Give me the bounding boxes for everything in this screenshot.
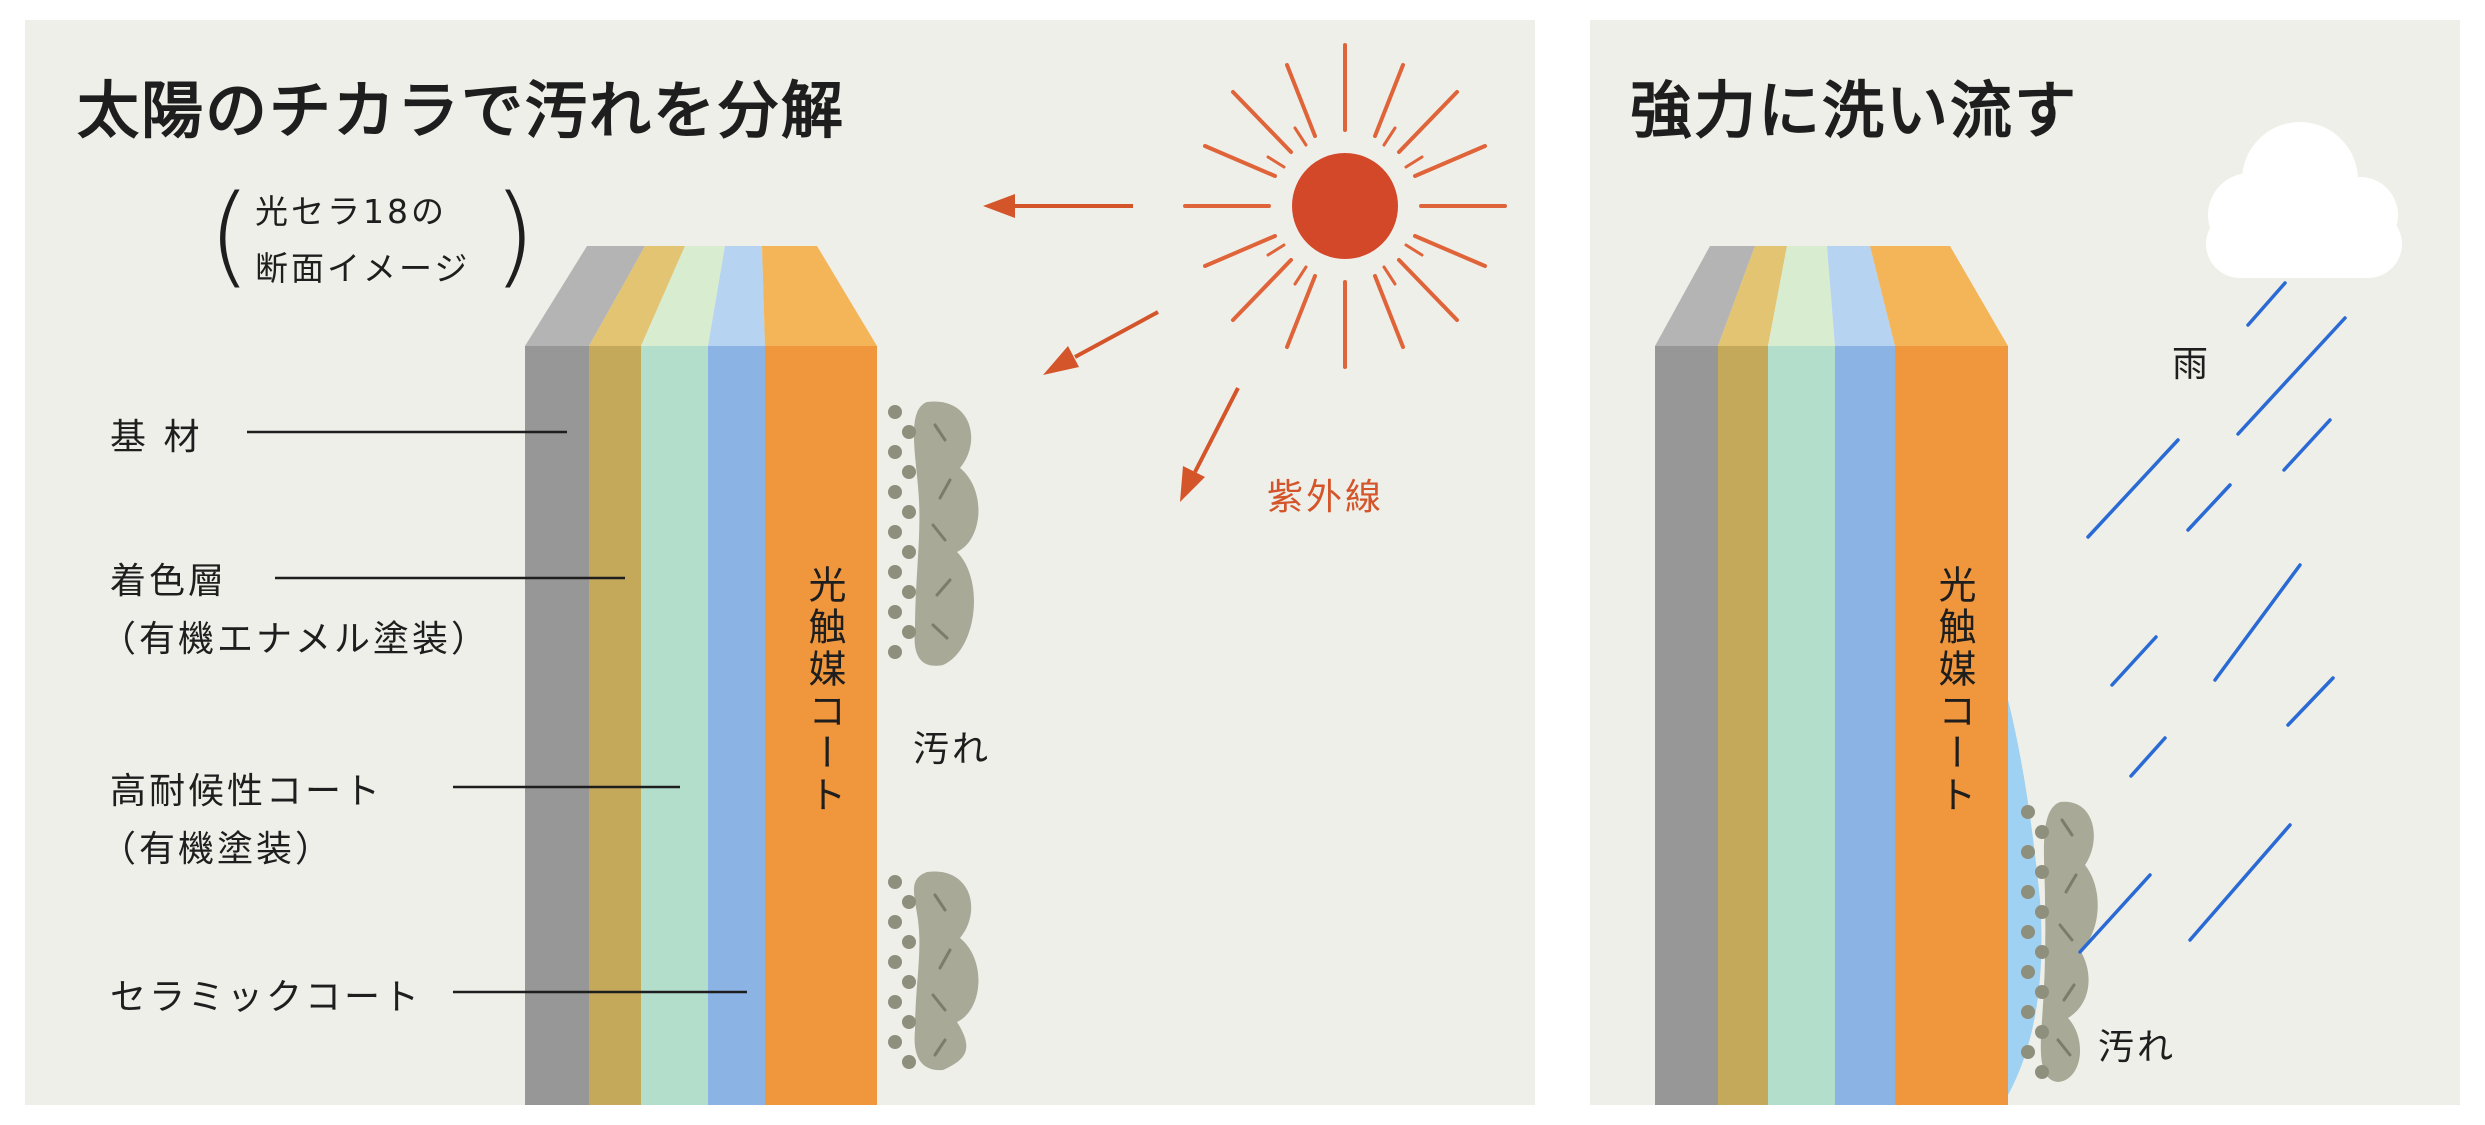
left-illustration [247,43,1507,1105]
right-title: 強力に洗い流す [1630,74,2079,147]
dirt-cluster-washing [2021,801,2098,1082]
label-color-layer-sub: （有機エナメル塗装） [100,619,491,660]
label-dirt-right: 汚れ [2098,1027,2177,1068]
blue-layer-top [708,246,765,346]
right-illustration [1655,122,2402,1105]
left-title: 太陽のチカラで汚れを分解 [77,74,846,147]
label-base: 基 材 [110,417,203,458]
gold-layer-top [589,246,685,346]
photocatalyst-layer [765,346,877,1105]
base-layer [1655,346,1718,1105]
base-layer [525,346,589,1105]
label-dirt-left: 汚れ [913,729,992,770]
cross-section-note-line2: 断面イメージ [255,249,471,288]
rain-lines [2078,281,2347,954]
sun-icon [1183,43,1507,369]
note-close-paren: ) [493,171,536,299]
label-uv: 紫外線 [1267,477,1385,518]
dirt-cluster-upper [888,401,979,666]
mint-layer-top [641,246,725,346]
label-ceramic-coat: セラミックコート [110,977,423,1018]
label-color-layer: 着色層 [110,561,228,602]
label-rain: 雨 [2172,344,2212,385]
cloud-icon [2206,122,2402,278]
label-weather-coat: 高耐候性コート [110,771,384,812]
weather-coat-layer [1768,346,1835,1105]
uv-arrows [983,194,1240,502]
weather-coat-layer [641,346,708,1105]
panel-rain-wash: 強力に洗い流す 光触媒コート 雨 汚れ [1590,20,2460,1105]
ceramic-coat-layer [708,346,765,1105]
orange-layer-top [762,246,877,346]
label-weather-coat-sub: （有機塗装） [100,829,335,870]
color-layer [1718,346,1768,1105]
mint-layer-top [1768,246,1835,346]
photocatalyst-layer [1895,346,2008,1105]
orange-layer-top [1870,246,2008,346]
gray-layer-top [1655,246,1755,346]
dirt-cluster-lower [888,871,979,1071]
gold-layer-top [1718,246,1787,346]
label-photocatalyst-right: 光触媒コート [1932,565,1976,817]
panel-photocatalysis: 太陽のチカラで汚れを分解 ( 光セラ18の 断面イメージ ) 基 材 着色層 （… [25,20,1535,1105]
ceramic-coat-layer [1835,346,1895,1105]
note-open-paren: ( [208,171,251,299]
blue-layer-top [1827,246,1895,346]
label-photocatalyst-left: 光触媒コート [802,565,846,817]
color-layer [589,346,641,1105]
cross-section-note-line1: 光セラ18の [255,192,447,231]
gray-layer-top [525,246,645,346]
